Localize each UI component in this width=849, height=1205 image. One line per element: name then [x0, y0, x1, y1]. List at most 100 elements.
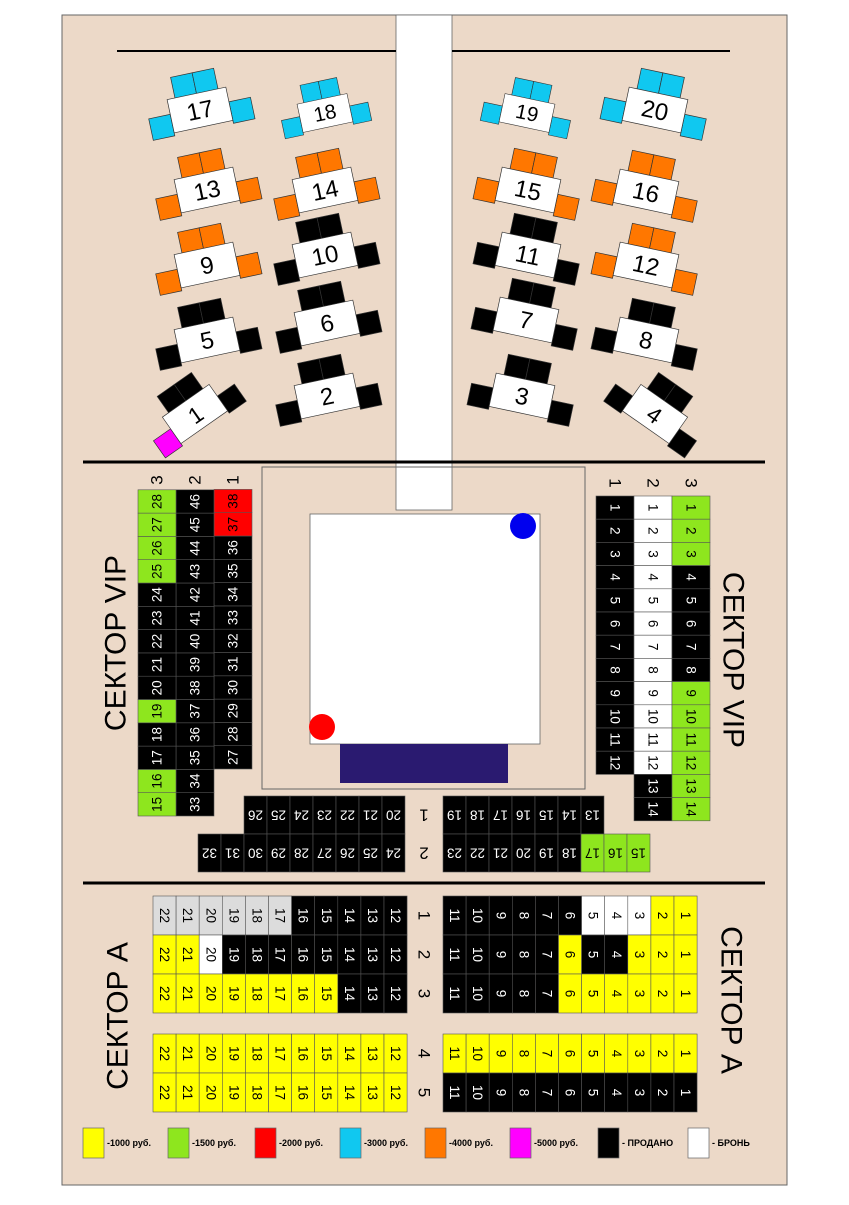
sector-a-seat[interactable]: 7 [535, 973, 559, 1014]
vip-right-seat[interactable]: 14 [633, 797, 673, 822]
sector-a-seat[interactable]: 18 [245, 1033, 269, 1074]
vip-right-seat[interactable]: 12 [671, 750, 711, 775]
vip-right-seat[interactable]: 2 [633, 518, 673, 543]
vip-right-seat[interactable]: 4 [671, 565, 711, 590]
sector-a-seat[interactable]: 15 [314, 934, 339, 975]
vip-left-seat[interactable]: 38 [175, 675, 215, 700]
sector-a-seat[interactable]: 8 [511, 895, 536, 936]
vip-left-seat[interactable]: 28 [213, 722, 253, 747]
vip-bottom-seat[interactable]: 19 [534, 833, 559, 873]
vip-right-seat[interactable]: 3 [633, 542, 673, 566]
sector-a-seat[interactable]: 4 [604, 1033, 629, 1074]
vip-right-seat[interactable]: 6 [595, 611, 635, 636]
sector-a-seat[interactable]: 15 [314, 1072, 339, 1113]
sector-a-seat[interactable]: 21 [175, 1033, 200, 1074]
vip-bottom-seat[interactable]: 24 [289, 795, 314, 835]
vip-right-seat[interactable]: 5 [671, 588, 711, 613]
sector-a-seat[interactable]: 7 [535, 1033, 559, 1074]
vip-left-seat[interactable]: 36 [213, 535, 253, 560]
vip-left-seat[interactable]: 31 [213, 652, 253, 677]
sector-a-seat[interactable]: 8 [511, 934, 536, 975]
vip-bottom-seat[interactable]: 32 [197, 833, 222, 873]
sector-a-seat[interactable]: 9 [488, 895, 513, 936]
sector-a-seat[interactable]: 22 [152, 934, 177, 975]
vip-left-seat[interactable]: 45 [175, 512, 215, 537]
sector-a-seat[interactable]: 12 [383, 895, 408, 936]
sector-a-seat[interactable]: 6 [558, 1072, 582, 1113]
vip-left-seat[interactable]: 24 [137, 582, 177, 607]
vip-left-seat[interactable]: 21 [137, 652, 177, 677]
sector-a-seat[interactable]: 11 [442, 895, 467, 936]
sector-a-seat[interactable]: 10 [465, 895, 490, 936]
vip-left-seat[interactable]: 22 [137, 629, 177, 654]
vip-right-seat[interactable]: 10 [595, 704, 635, 729]
vip-right-seat[interactable]: 2 [595, 518, 635, 543]
sector-a-seat[interactable]: 10 [465, 934, 490, 975]
vip-left-seat[interactable]: 40 [175, 629, 215, 654]
sector-a-seat[interactable]: 21 [175, 895, 200, 936]
vip-bottom-seat[interactable]: 25 [358, 833, 383, 873]
vip-bottom-seat[interactable]: 20 [511, 833, 536, 873]
sector-a-seat[interactable]: 2 [650, 1072, 675, 1113]
vip-right-seat[interactable]: 7 [671, 634, 711, 659]
sector-a-seat[interactable]: 18 [245, 1072, 269, 1113]
sector-a-seat[interactable]: 2 [650, 1033, 675, 1074]
vip-left-seat[interactable]: 35 [175, 745, 215, 770]
sector-a-seat[interactable]: 19 [222, 973, 246, 1014]
sector-a-seat[interactable]: 21 [175, 973, 200, 1014]
sector-a-seat[interactable]: 11 [442, 934, 467, 975]
vip-bottom-seat[interactable]: 20 [381, 795, 406, 835]
vip-right-seat[interactable]: 5 [595, 588, 635, 613]
table-11[interactable]: 11 [472, 207, 587, 286]
sector-a-seat[interactable]: 5 [581, 973, 605, 1014]
vip-right-seat[interactable]: 11 [633, 727, 673, 752]
table-19[interactable]: 19 [479, 72, 577, 140]
table-6[interactable]: 6 [268, 275, 383, 354]
vip-left-seat[interactable]: 41 [175, 605, 215, 630]
sector-a-seat[interactable]: 11 [442, 1072, 467, 1113]
sector-a-seat[interactable]: 9 [488, 973, 513, 1014]
vip-left-seat[interactable]: 19 [137, 699, 177, 724]
sector-a-seat[interactable]: 8 [511, 973, 536, 1014]
vip-right-seat[interactable]: 2 [671, 518, 711, 543]
sector-a-seat[interactable]: 4 [604, 973, 629, 1014]
sector-a-seat[interactable]: 9 [488, 1033, 513, 1074]
sector-a-seat[interactable]: 21 [175, 1072, 200, 1113]
table-1[interactable]: 1 [134, 356, 247, 459]
vip-bottom-seat[interactable]: 30 [243, 833, 268, 873]
vip-left-seat[interactable]: 27 [137, 512, 177, 537]
table-15[interactable]: 15 [472, 142, 587, 221]
sector-a-seat[interactable]: 6 [558, 1033, 582, 1074]
vip-left-seat[interactable]: 33 [175, 792, 215, 817]
table-18[interactable]: 18 [275, 72, 373, 140]
sector-a-seat[interactable]: 3 [627, 934, 652, 975]
sector-a-seat[interactable]: 19 [222, 934, 246, 975]
vip-bottom-seat[interactable]: 13 [580, 795, 605, 835]
sector-a-seat[interactable]: 13 [360, 1033, 385, 1074]
vip-right-seat[interactable]: 3 [595, 542, 635, 566]
vip-right-seat[interactable]: 10 [671, 704, 711, 729]
sector-a-seat[interactable]: 2 [650, 895, 675, 936]
vip-left-seat[interactable]: 18 [137, 722, 177, 747]
vip-bottom-seat[interactable]: 19 [442, 795, 467, 835]
sector-a-seat[interactable]: 11 [442, 1033, 467, 1074]
vip-right-seat[interactable]: 11 [595, 727, 635, 752]
sector-a-seat[interactable]: 3 [627, 1072, 652, 1113]
vip-right-seat[interactable]: 7 [633, 634, 673, 659]
vip-left-seat[interactable]: 30 [213, 675, 253, 700]
vip-left-seat[interactable]: 26 [137, 536, 177, 561]
vip-left-seat[interactable]: 46 [175, 489, 215, 514]
vip-right-seat[interactable]: 8 [671, 658, 711, 682]
table-13[interactable]: 13 [148, 142, 263, 221]
sector-a-seat[interactable]: 4 [604, 1072, 629, 1113]
vip-right-seat[interactable]: 9 [671, 681, 711, 706]
sector-a-seat[interactable]: 5 [581, 895, 605, 936]
sector-a-seat[interactable]: 19 [222, 1033, 246, 1074]
sector-a-seat[interactable]: 12 [383, 1033, 408, 1074]
sector-a-seat[interactable]: 8 [511, 1033, 536, 1074]
vip-right-seat[interactable]: 6 [633, 611, 673, 636]
vip-bottom-seat[interactable]: 17 [580, 833, 605, 873]
sector-a-seat[interactable]: 10 [465, 1033, 490, 1074]
vip-left-seat[interactable]: 39 [175, 652, 215, 677]
sector-a-seat[interactable]: 7 [535, 934, 559, 975]
